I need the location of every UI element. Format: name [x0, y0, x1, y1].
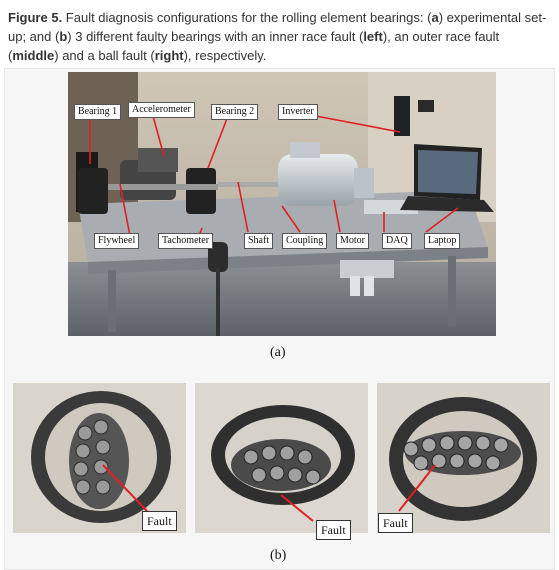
- label-motor: Motor: [336, 233, 369, 249]
- label-daq: DAQ: [382, 233, 412, 249]
- label-inverter: Inverter: [278, 104, 318, 120]
- ball-fault-photo: [377, 383, 550, 533]
- label-coupling: Coupling: [282, 233, 328, 249]
- panel-b-label: (b): [270, 548, 287, 563]
- panel-a-label: (a): [270, 345, 286, 360]
- fault-label-outer-race: Fault: [316, 520, 351, 540]
- fault-label-inner-race: Fault: [142, 511, 177, 531]
- label-accelerometer: Accelerometer: [128, 102, 195, 118]
- label-flywheel: Flywheel: [94, 233, 140, 249]
- label-bearing-1: Bearing 1: [74, 104, 122, 120]
- figure-caption: Figure 5. Fault diagnosis configurations…: [8, 10, 547, 63]
- label-laptop: Laptop: [424, 233, 461, 249]
- inner-race-fault-photo: [13, 383, 186, 533]
- label-tachometer: Tachometer: [158, 233, 214, 249]
- label-shaft: Shaft: [244, 233, 274, 249]
- fault-label-ball: Fault: [378, 513, 413, 533]
- figure-number: Figure 5.: [8, 10, 63, 25]
- outer-race-fault-photo: [195, 383, 368, 533]
- label-bearing-2: Bearing 2: [211, 104, 259, 120]
